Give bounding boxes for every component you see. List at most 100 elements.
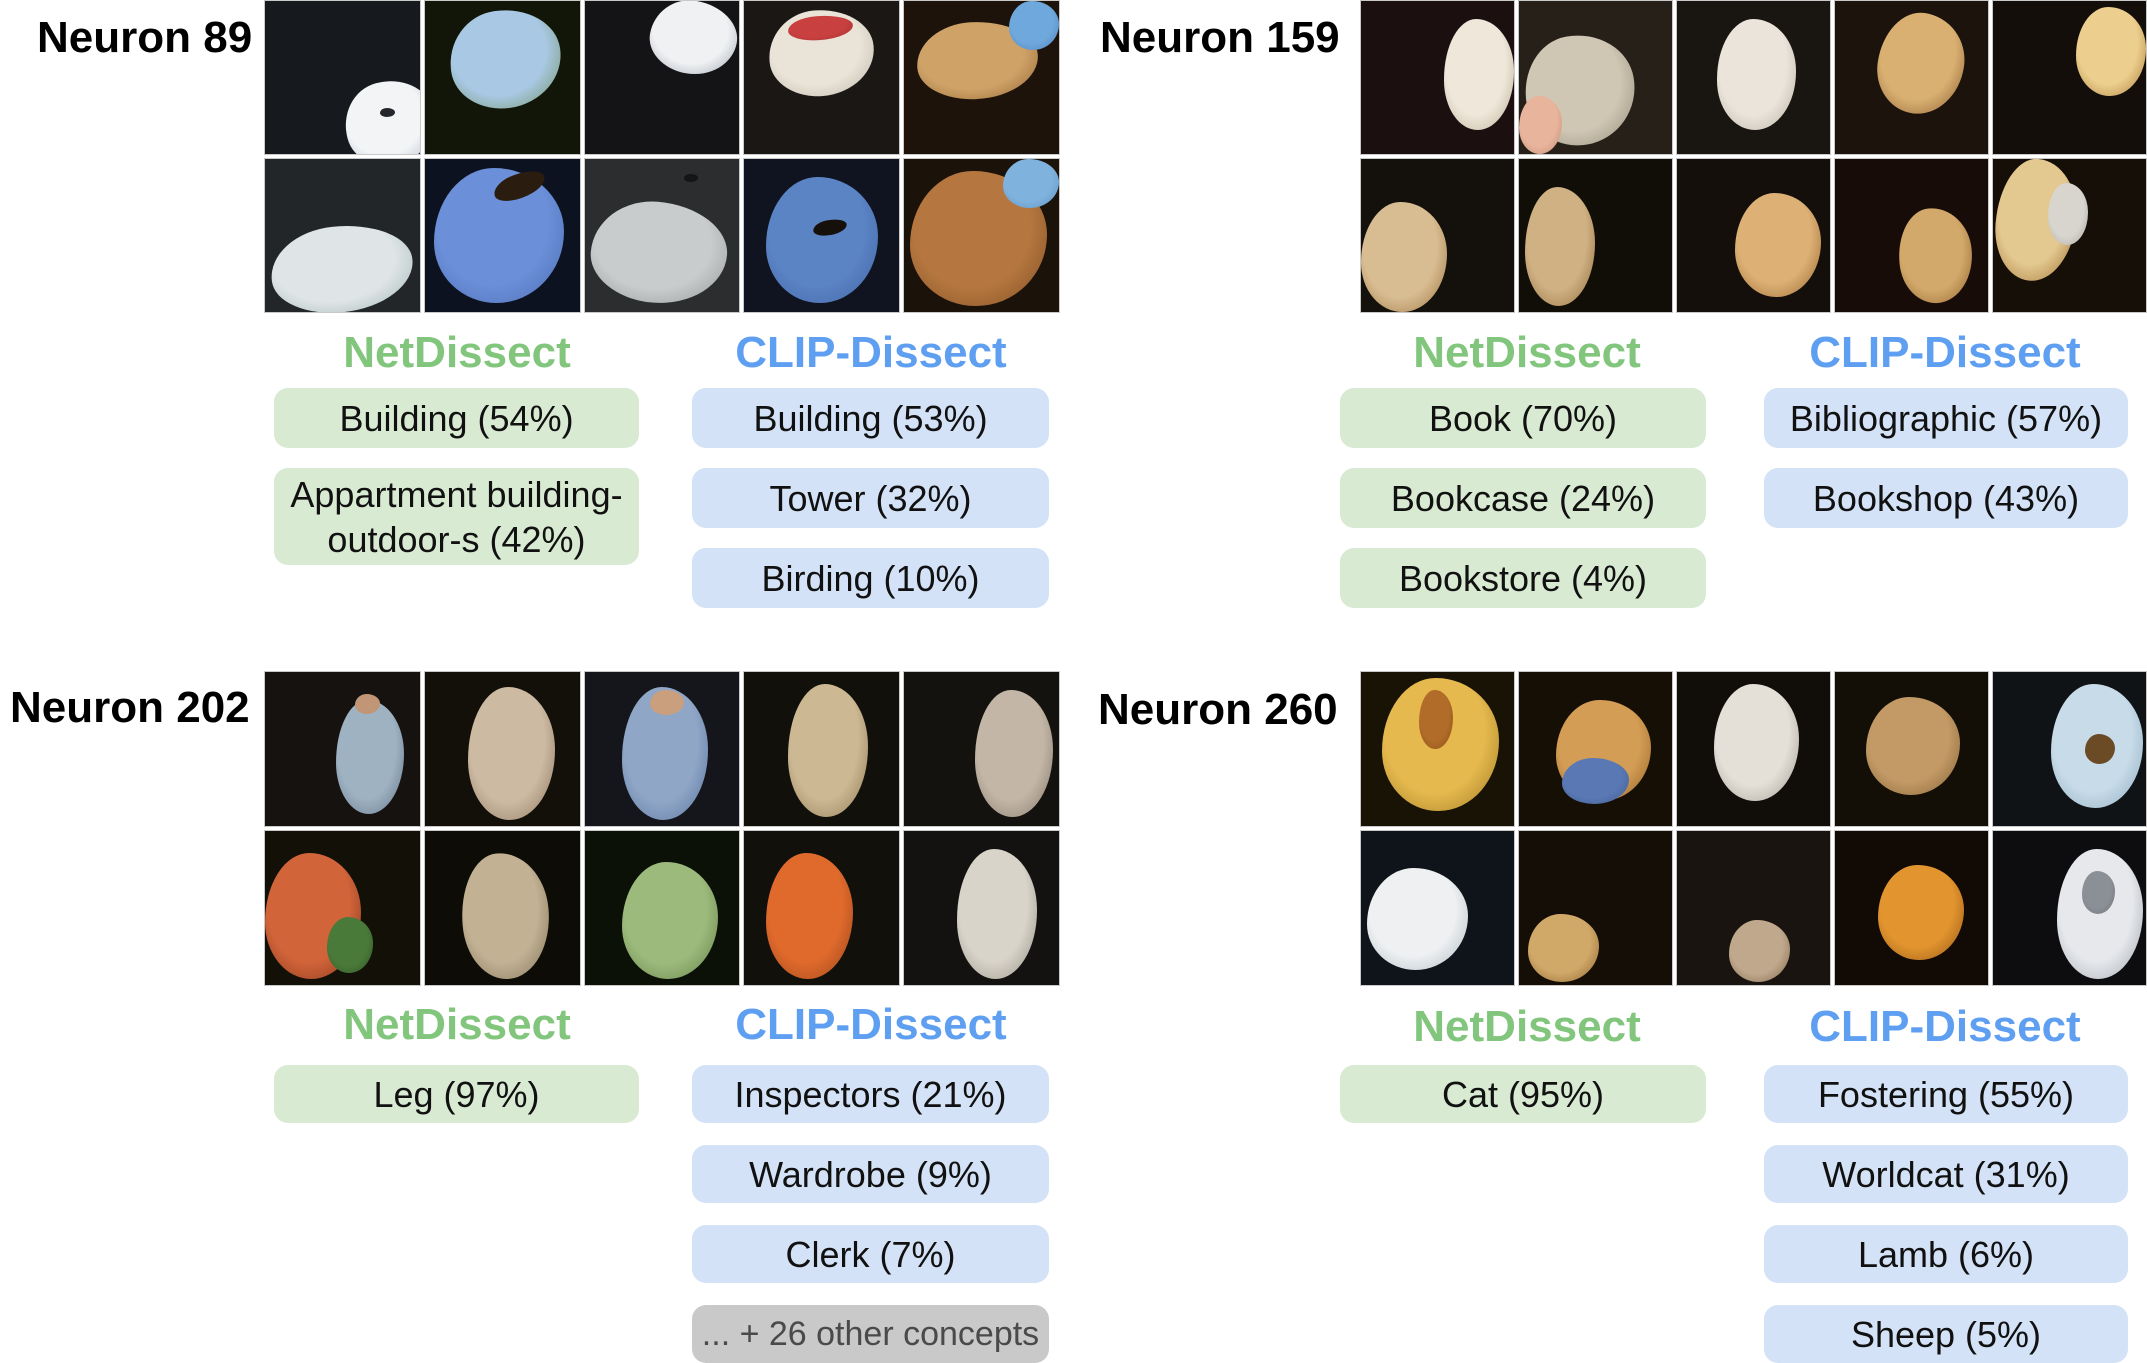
highlight-blob [326, 917, 374, 973]
highlight-blob [1713, 684, 1800, 802]
activation-image [423, 158, 581, 313]
activation-image [1360, 671, 1515, 827]
activation-image [903, 158, 1060, 313]
highlight-blob [766, 177, 878, 303]
highlight-blob [1003, 159, 1059, 208]
highlight-blob [1443, 19, 1514, 130]
activation-image [1518, 158, 1673, 313]
highlight-blob [2057, 849, 2143, 979]
concept-pill: Leg (97%) [274, 1065, 639, 1123]
activation-image [583, 158, 741, 313]
activation-image [1992, 158, 2147, 313]
concept-pill: Lamb (6%) [1764, 1225, 2128, 1283]
highlight-blob [1361, 201, 1447, 312]
activation-image [1992, 0, 2147, 155]
activation-image [1676, 671, 1831, 827]
activation-image [1992, 830, 2147, 986]
activation-image [743, 671, 901, 827]
neuron-260-netdissect-pills: Cat (95%) [1340, 1065, 1706, 1123]
highlight-blob [1519, 95, 1562, 154]
activation-image [583, 671, 741, 827]
highlight-blob [586, 196, 732, 309]
neuron-159-clipdissect-heading: CLIP-Dissect [1809, 328, 2081, 377]
activation-image [264, 671, 421, 827]
neuron-89-netdissect-heading: NetDissect [343, 328, 571, 377]
activation-image [583, 0, 741, 155]
highlight-blob [354, 693, 380, 714]
neuron-202-image-grid [264, 671, 1060, 986]
highlight-blob [621, 861, 718, 979]
concept-pill: Bookcase (24%) [1340, 468, 1706, 528]
activation-image [423, 830, 581, 986]
activation-image [903, 0, 1060, 155]
activation-image [1518, 830, 1673, 986]
highlight-blob [787, 684, 869, 817]
neuron-202-clipdissect-heading: CLIP-Dissect [735, 1000, 1007, 1049]
neuron-260-clipdissect-pills: Fostering (55%)Worldcat (31%)Lamb (6%)Sh… [1764, 1065, 2128, 1363]
highlight-blob [1716, 19, 1797, 130]
activation-image [1834, 671, 1989, 827]
neuron-260-netdissect-heading: NetDissect [1413, 1002, 1641, 1051]
highlight-blob [468, 687, 555, 820]
concept-pill: Bookstore (4%) [1340, 548, 1706, 608]
concept-pill: Bookshop (43%) [1764, 468, 2128, 528]
highlight-blob [336, 70, 420, 154]
concept-pill: ... + 26 other concepts [692, 1305, 1049, 1363]
concept-pill: Bibliographic (57%) [1764, 388, 2128, 448]
highlight-blob [2081, 871, 2116, 915]
concept-pill: Fostering (55%) [1764, 1065, 2128, 1123]
activation-image [1360, 0, 1515, 155]
highlight-blob [1877, 864, 1964, 961]
concept-pill: Wardrobe (9%) [692, 1145, 1049, 1203]
activation-image [903, 830, 1060, 986]
neuron-159-netdissect-heading: NetDissect [1413, 328, 1641, 377]
highlight-blob [683, 174, 698, 182]
neuron-159-title: Neuron 159 [1100, 13, 1340, 62]
highlight-blob [1871, 7, 1971, 120]
activation-image [1518, 0, 1673, 155]
concept-pill: Appartment building- outdoor-s (42%) [274, 468, 639, 565]
neuron-89-title: Neuron 89 [37, 13, 253, 62]
activation-image [1518, 671, 1673, 827]
activation-image [743, 158, 901, 313]
neuron-260-image-grid [1360, 671, 2147, 986]
highlight-blob [456, 849, 554, 983]
activation-image [264, 158, 421, 313]
activation-image [423, 0, 581, 155]
highlight-blob [1525, 186, 1596, 306]
neuron-89-clipdissect-heading: CLIP-Dissect [735, 328, 1007, 377]
highlight-blob [1528, 914, 1599, 982]
highlight-blob [1561, 758, 1630, 805]
activation-image [903, 671, 1060, 827]
neuron-260-title: Neuron 260 [1098, 685, 1338, 734]
neuron-89-netdissect-pills: Building (54%) Appartment building- outdo… [274, 388, 639, 565]
highlight-blob [643, 1, 740, 82]
activation-image [423, 671, 581, 827]
highlight-blob [1009, 1, 1059, 50]
activation-image [264, 0, 421, 155]
concept-pill: Birding (10%) [692, 548, 1049, 608]
neuron-159-clipdissect-pills: Bibliographic (57%) Bookshop (43%) [1764, 388, 2128, 528]
activation-image [1676, 158, 1831, 313]
activation-image [1360, 158, 1515, 313]
activation-image [743, 830, 901, 986]
activation-image [1834, 158, 1989, 313]
activation-image [743, 0, 901, 155]
neuron-202-netdissect-pills: Leg (97%) [274, 1065, 639, 1123]
neuron-89-clipdissect-pills: Building (53%)Tower (32%)Birding (10%) [692, 388, 1049, 608]
activation-image [1676, 0, 1831, 155]
activation-image [264, 830, 421, 986]
highlight-blob [1865, 696, 1961, 796]
concept-pill: Tower (32%) [692, 468, 1049, 528]
highlight-blob [956, 849, 1038, 979]
highlight-blob [2084, 733, 2116, 765]
concept-pill: Building (54%) [274, 388, 639, 448]
highlight-blob [379, 108, 396, 118]
highlight-blob [1895, 204, 1977, 306]
activation-image [1992, 671, 2147, 827]
highlight-blob [443, 2, 568, 116]
highlight-blob [649, 690, 684, 716]
highlight-blob [336, 699, 405, 814]
neuron-159-image-grid [1360, 0, 2147, 313]
